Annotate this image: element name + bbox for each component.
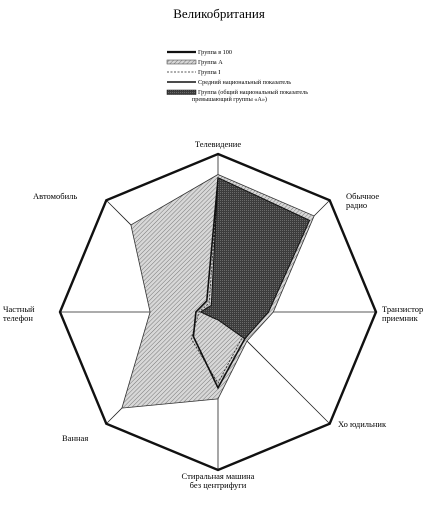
axis-label-line: без центрифуги [190, 480, 247, 490]
axis-label-line: Транзистор [382, 304, 423, 314]
legend-label: Группа А [198, 59, 223, 66]
legend-label: Группа I [198, 69, 220, 76]
axis-label: Телевидение [195, 139, 241, 149]
legend-label: Группа в 100 [198, 49, 232, 56]
axis-label-line: радио [346, 200, 367, 210]
legend-swatch-dark [166, 89, 197, 95]
series-layer [58, 152, 378, 472]
series-polygon-thick [58, 152, 378, 472]
axis-label-line: Частный [3, 304, 35, 314]
legend-label: Средний национальный показатель [198, 79, 291, 86]
axis-label-line: Стиральная машина [182, 471, 255, 481]
axis-label-line: Телевидение [195, 139, 241, 149]
axis-label: Автомобиль [33, 191, 77, 201]
chart-title: Великобритания [173, 6, 265, 21]
legend-label-cont: превышающий группы «А») [192, 96, 267, 103]
legend-swatch-hatched [166, 59, 197, 65]
axis-label-line: Обычное [346, 191, 379, 201]
series-polygon-dark [199, 176, 311, 340]
axis-label: Хо юдильник [338, 419, 387, 429]
axis-label-line: Хо юдильник [338, 419, 387, 429]
legend-label: Группа (общий национальный показатель [198, 89, 308, 96]
axis-label-line: приемник [382, 313, 419, 323]
series-polygon-dashed [190, 181, 306, 384]
axis-label-line: Автомобиль [33, 191, 77, 201]
axis-label-line: Ванная [62, 433, 88, 443]
axis-label: Ванная [62, 433, 88, 443]
axis-label-line: телефон [3, 313, 33, 323]
